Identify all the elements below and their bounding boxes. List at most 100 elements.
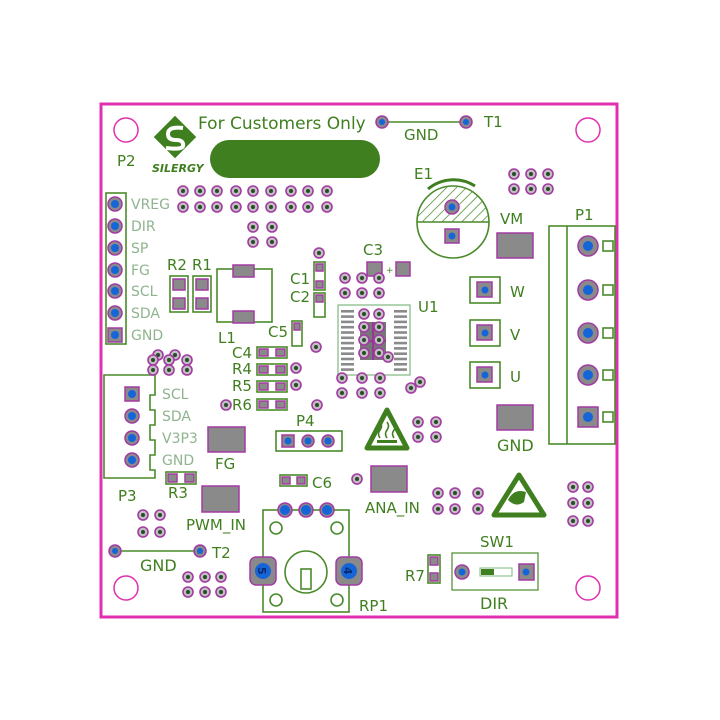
- via: [181, 354, 193, 366]
- rp1-label: RP1: [359, 597, 388, 615]
- u-label: U: [510, 368, 521, 386]
- p2-pin-label: SP: [131, 241, 148, 257]
- via: [266, 236, 278, 248]
- via-field: [137, 168, 594, 598]
- via: [525, 168, 537, 180]
- via: [336, 372, 348, 384]
- c3-label: C3: [363, 241, 383, 259]
- via: [230, 185, 242, 197]
- via: [182, 586, 194, 598]
- via: [405, 382, 417, 394]
- p1-pin[interactable]: [577, 235, 614, 257]
- mounting-holes: [113, 117, 601, 601]
- u-pad[interactable]: [469, 361, 501, 389]
- via: [199, 571, 211, 583]
- r7-label: R7: [405, 567, 425, 585]
- gnd-pad[interactable]: [496, 404, 534, 431]
- via: [358, 334, 370, 346]
- via: [265, 185, 277, 197]
- via: [358, 308, 370, 320]
- t2-label: T2: [211, 544, 231, 562]
- r1: [192, 275, 212, 313]
- via: [310, 341, 322, 353]
- ana-in-pad[interactable]: [370, 465, 408, 493]
- p2-pin[interactable]: [107, 262, 123, 278]
- via: [356, 372, 368, 384]
- via: [508, 183, 520, 195]
- via: [247, 221, 259, 233]
- p2-pin[interactable]: [107, 218, 123, 234]
- notice-text: For Customers Only: [198, 114, 366, 134]
- r2-label: R2: [167, 256, 187, 274]
- p3-pin[interactable]: [124, 386, 140, 402]
- vm-pad[interactable]: [496, 232, 534, 259]
- p3-pin[interactable]: [124, 408, 140, 424]
- v-pad[interactable]: [469, 319, 501, 347]
- p2-pin-label: SCL: [131, 284, 158, 300]
- c5: [291, 320, 303, 347]
- via: [542, 168, 554, 180]
- test-point-t2-pads[interactable]: [108, 544, 207, 558]
- w-pad[interactable]: [469, 276, 501, 304]
- t1-net-label: GND: [404, 126, 438, 144]
- via: [211, 185, 223, 197]
- fg-pad[interactable]: [207, 426, 246, 453]
- p3-pin[interactable]: [124, 452, 140, 468]
- p1-pin[interactable]: [577, 279, 614, 301]
- via: [412, 416, 424, 428]
- u1-label: U1: [418, 298, 439, 316]
- via: [449, 503, 461, 515]
- pwm-in-pad[interactable]: [201, 485, 240, 513]
- p3-pin[interactable]: [124, 430, 140, 446]
- via: [321, 185, 333, 197]
- p1-pin[interactable]: [577, 364, 614, 386]
- via: [356, 387, 368, 399]
- via: [373, 287, 385, 299]
- board-outline: [99, 102, 619, 619]
- c2: [313, 292, 326, 318]
- r6-label: R6: [232, 396, 252, 414]
- c1-label: C1: [290, 270, 310, 288]
- rp1-potentiometer[interactable]: 5 4: [249, 502, 363, 613]
- via: [290, 362, 302, 374]
- via: [472, 503, 484, 515]
- p2-pin[interactable]: [107, 327, 123, 343]
- c5-label: C5: [268, 323, 288, 341]
- sw1-label: SW1: [480, 533, 514, 551]
- rp1-pin4-label: 4: [341, 567, 354, 575]
- via: [356, 272, 368, 284]
- p2-pin-label: GND: [131, 328, 163, 344]
- test-point-t1-pads[interactable]: [375, 115, 473, 129]
- via: [449, 487, 461, 499]
- via: [373, 334, 385, 346]
- p2-pin[interactable]: [107, 305, 123, 321]
- via: [414, 376, 426, 388]
- p4-header[interactable]: [275, 430, 343, 452]
- p2-pin[interactable]: [107, 196, 123, 212]
- ana-in-label: ANA_IN: [365, 499, 420, 518]
- via: [432, 487, 444, 499]
- hot-surface-warning-icon: [364, 407, 410, 451]
- p2-pin[interactable]: [107, 240, 123, 256]
- via: [313, 247, 325, 259]
- c4-label: C4: [232, 344, 252, 362]
- via: [137, 509, 149, 521]
- via: [430, 416, 442, 428]
- e1-label: E1: [414, 165, 433, 183]
- fg-label: FG: [215, 455, 235, 473]
- sw1-switch[interactable]: [451, 552, 539, 591]
- c4: [256, 346, 288, 359]
- rp1-pin5-label: 5: [255, 567, 268, 575]
- via: [582, 497, 594, 509]
- p2-pin[interactable]: [107, 283, 123, 299]
- via: [194, 185, 206, 197]
- label-area: [210, 140, 380, 178]
- via: [373, 321, 385, 333]
- via: [182, 571, 194, 583]
- p1-pin[interactable]: [577, 406, 614, 428]
- via: [358, 321, 370, 333]
- via: [351, 473, 363, 485]
- p1-pin[interactable]: [577, 322, 614, 344]
- via: [374, 372, 386, 384]
- via: [230, 201, 242, 213]
